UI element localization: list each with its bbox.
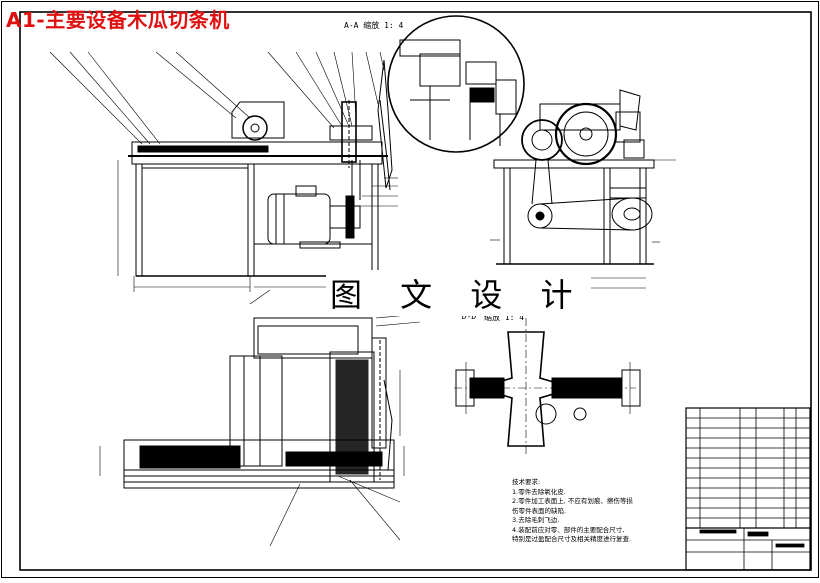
side-view	[490, 89, 676, 289]
note-line: 4.装配前应对零、部件的主要配合尺寸,	[512, 525, 625, 534]
section-dd-scale: 缩放 1: 4	[484, 313, 525, 322]
section-dd-label: D-D	[462, 312, 477, 321]
detail-view-circle	[387, 15, 525, 153]
notes-heading: 技术要求:	[512, 478, 541, 486]
note-line: 2.零件加工表面上, 不应有划痕、擦伤等损	[512, 497, 633, 505]
inner-border	[19, 11, 812, 571]
watermark-text: 图 文 设 计	[326, 270, 591, 316]
top-view	[99, 313, 421, 547]
note-line: 伤零件表面的缺陷.	[512, 506, 567, 515]
note-line: 特别是过盈配合尺寸及相关精度进行复查.	[512, 535, 632, 543]
technical-requirements: 技术要求: 1.零件去除氧化皮. 2.零件加工表面上, 不应有划痕、擦伤等损 伤…	[512, 478, 633, 545]
section-dd-view	[454, 318, 641, 456]
title-block	[685, 407, 811, 571]
note-line: 3.去除毛刺飞边.	[512, 516, 560, 524]
drawing-title: A1-主要设备木瓜切条机	[6, 8, 230, 32]
note-line: 1.零件去除氧化皮.	[512, 487, 566, 496]
front-view	[49, 51, 398, 305]
section-aa-label: A-A 缩放 1: 4	[344, 21, 404, 30]
